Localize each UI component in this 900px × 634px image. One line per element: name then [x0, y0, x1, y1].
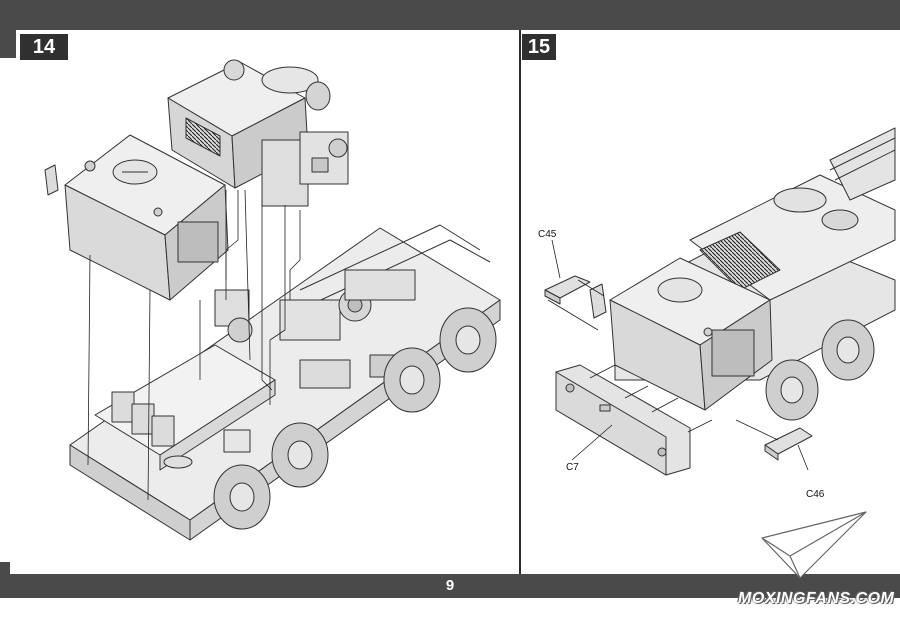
- callout-c46: C46: [806, 489, 825, 500]
- callout-c45: C45: [538, 229, 557, 240]
- page-number: 9: [445, 577, 455, 594]
- footer-tab: [0, 562, 10, 598]
- paper-plane-icon: [761, 511, 867, 579]
- assembly-guide-lines-15: [547, 239, 809, 471]
- cab-unit: [44, 134, 229, 301]
- wheels: [213, 307, 497, 530]
- site-watermark: MOXINGFANS.COM: [738, 590, 895, 607]
- step-14-badge: 14: [20, 34, 68, 60]
- part-c46: [764, 427, 813, 461]
- part-c45: [544, 275, 591, 305]
- step-14-diagram: [44, 59, 501, 541]
- assembly-guide-lines: [87, 189, 301, 501]
- engine-module: [167, 59, 349, 207]
- page-header-bar: [0, 0, 900, 58]
- step-15-diagram: [544, 127, 896, 476]
- header-tab: [0, 30, 16, 58]
- page-footer-bar: 9: [0, 562, 900, 598]
- callout-c7: C7: [566, 462, 579, 473]
- wheels-15: [765, 319, 875, 421]
- step-15-badge: 15: [522, 34, 556, 60]
- part-c7-bumper: [555, 364, 691, 476]
- page-divider: [519, 30, 521, 574]
